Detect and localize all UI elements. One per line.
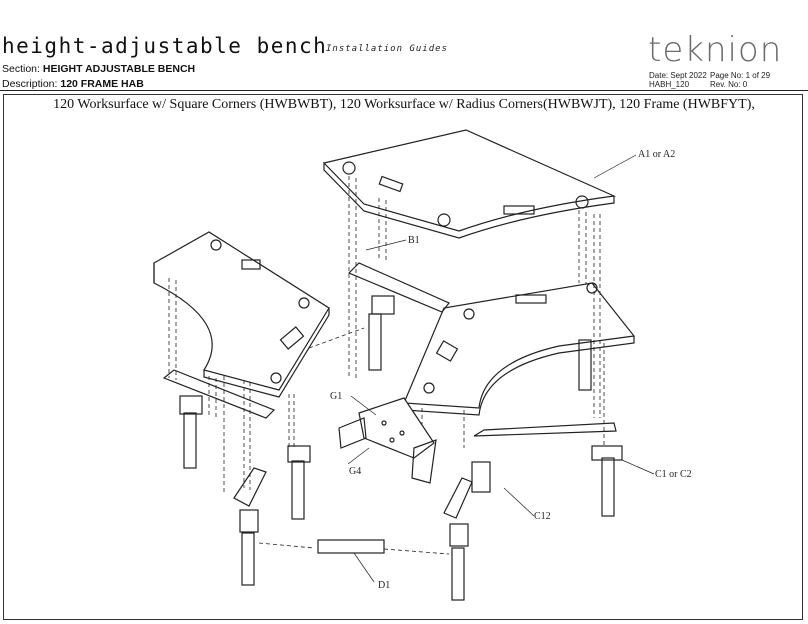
teknion-logo: teknion (648, 30, 783, 70)
section-label: Section: (2, 63, 40, 75)
exploded-assembly-drawing: A1 or A2 B1 G1 G4 C1 or C2 C12 D1 (153, 129, 692, 601)
description-line: Description: 120 FRAME HAB (2, 78, 144, 90)
worksurface-a (322, 129, 617, 239)
callout-c: C1 or C2 (655, 469, 692, 480)
section-line: Section: HEIGHT ADJUSTABLE BENCH (2, 63, 195, 75)
connector-bar (317, 539, 385, 554)
description-label: Description: (2, 78, 58, 90)
header-rule (0, 90, 808, 91)
callout-labels: A1 or A2 B1 G1 G4 C1 or C2 C12 D1 (330, 149, 692, 591)
callout-g1: G1 (330, 391, 342, 402)
doc-code: HABH_120 (649, 80, 690, 89)
section-value: HEIGHT ADJUSTABLE BENCH (42, 63, 196, 75)
leg-columns (179, 295, 623, 601)
callout-b: B1 (408, 235, 420, 246)
callout-c12: C12 (534, 511, 551, 522)
parts-description: 120 Worksurface w/ Square Corners (HWBWB… (53, 97, 755, 112)
center-bracket (338, 397, 437, 484)
description-value: 120 FRAME HAB (60, 78, 144, 90)
drawing-frame (3, 94, 803, 620)
frame-rails (162, 262, 617, 519)
worksurface-left (153, 231, 330, 398)
callout-a: A1 or A2 (638, 149, 675, 160)
callout-g4: G4 (349, 466, 361, 477)
page-info: Page No: 1 of 29 (710, 71, 771, 80)
document-subtitle: Installation Guides (326, 44, 448, 54)
revision-info: Rev. No: 0 (710, 80, 748, 89)
callout-d: D1 (378, 580, 390, 591)
worksurface-right (403, 282, 636, 416)
document-title: height-adjustable bench (2, 34, 328, 58)
date-info: Date: Sept 2022 (649, 71, 707, 80)
leader-lines (347, 154, 655, 583)
